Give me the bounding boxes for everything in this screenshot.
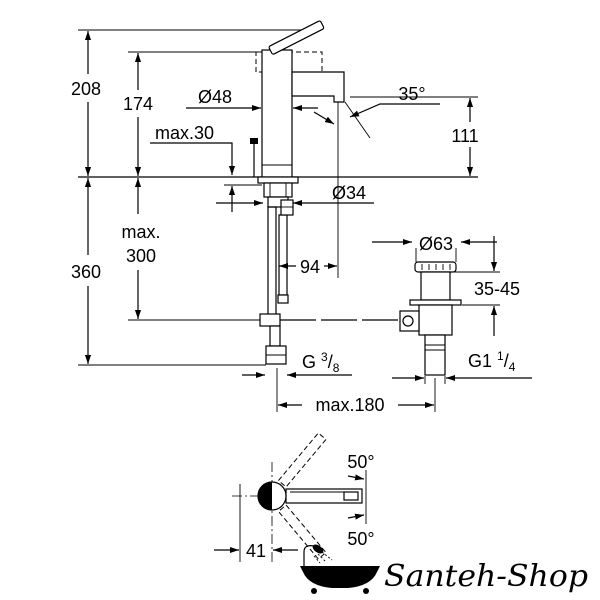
dim-lever-offset: 41 — [246, 541, 266, 561]
lever-right-position — [277, 504, 327, 560]
plan-body-half — [258, 482, 272, 510]
dim-35-arrow — [313, 111, 335, 125]
dim-35-direction-line — [344, 101, 371, 139]
dim-shank-diameter: Ø34 — [332, 183, 366, 203]
shower-spray — [321, 551, 333, 561]
hose-thread-slash: / — [328, 352, 333, 372]
tub-basin — [300, 566, 380, 588]
dim-30-leader — [150, 142, 236, 175]
hose-lower-section — [269, 325, 281, 347]
dim-overall-height: 208 — [71, 79, 101, 99]
waste-thread-slash: / — [504, 351, 509, 371]
shower-spray — [313, 555, 321, 564]
supply-hose — [267, 206, 277, 316]
dim-overall-depth: 360 — [71, 262, 101, 282]
tub-foot — [363, 588, 369, 594]
lever-left-position — [277, 432, 327, 488]
dim-spout-angle: 35° — [398, 84, 425, 104]
lever-angle-down-label: 50° — [347, 529, 374, 549]
dim-max-300-line1: max. — [121, 222, 160, 242]
mounting-nut — [263, 182, 293, 198]
plan-aerator — [343, 491, 359, 501]
rod-clamp — [259, 313, 281, 327]
dim-35-leader — [349, 103, 440, 118]
lever-handle — [268, 20, 325, 55]
hose-thread-numerator: 3 — [321, 350, 328, 364]
dim-outlet-height: 111 — [451, 126, 478, 146]
angle-arrow-down — [347, 513, 365, 520]
waste-body — [420, 271, 451, 301]
waste-thread-numerator: 1 — [497, 349, 504, 363]
shower-spray — [317, 553, 327, 563]
dim-max-30: max.30 — [155, 123, 214, 143]
hose-thread-denominator: 8 — [333, 361, 340, 375]
tub-foot — [311, 588, 317, 594]
faucet — [250, 20, 345, 178]
waste-valve — [399, 248, 462, 376]
dim-max-300-line2: 300 — [126, 246, 156, 266]
dim-rod-offset: 94 — [300, 257, 320, 277]
hose-thread-prefix: G — [302, 352, 316, 372]
lever-angle-up-label: 50° — [347, 452, 374, 472]
dim-waste-thread: G1 1/4 — [468, 349, 516, 374]
angle-arrow-up — [347, 474, 365, 481]
shower-head — [312, 544, 324, 554]
dim-body-diameter: Ø48 — [198, 87, 232, 107]
hose-end — [277, 294, 289, 304]
waste-tailpiece — [424, 334, 446, 376]
waste-rod-pivot — [402, 315, 414, 327]
bathtub-icon — [300, 544, 380, 594]
waste-thread-prefix: G1 — [468, 351, 492, 371]
dim-waste-diameter: Ø63 — [419, 234, 453, 254]
popup-knob — [250, 138, 258, 144]
mounting-flange — [257, 176, 299, 184]
dim-basin-thickness: 35-45 — [474, 279, 520, 299]
spout — [291, 71, 345, 103]
dim-spout-height: 174 — [123, 94, 153, 114]
waste-lower-body — [418, 304, 453, 336]
watermark: Santeh-Shop — [300, 544, 588, 594]
second-supply-hose — [278, 214, 288, 296]
dim-max-180: max.180 — [315, 395, 384, 415]
shower-pipe — [303, 545, 315, 566]
waste-thread-denominator: 4 — [509, 360, 516, 374]
elevation-view: 208 360 174 max. 300 Ø48 35° 111 max.30 — [71, 20, 532, 415]
faucet-body — [261, 49, 293, 178]
plan-view: 50° 50° 41 — [214, 432, 375, 562]
waste-flange — [409, 299, 462, 306]
watermark-text: Santeh-Shop — [384, 559, 588, 594]
hose-fitting — [280, 199, 294, 216]
mounting-hardware — [257, 176, 299, 365]
